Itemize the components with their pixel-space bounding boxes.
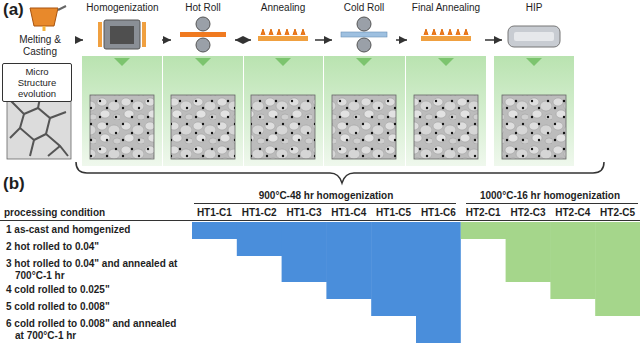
step-label: HIP — [526, 2, 543, 14]
panel-letter: (b) — [3, 174, 25, 194]
process-step: Homogenization — [84, 2, 161, 54]
step-label: Micro Structure evolution — [6, 66, 68, 99]
micrographs — [90, 95, 566, 159]
row-label: 5 cold rolled to 0.008" — [6, 301, 188, 313]
cold-roll-icon — [341, 17, 387, 52]
row-label: 2 hot rolled to 0.04" — [6, 241, 188, 253]
process-step: Final Annealing — [408, 2, 484, 54]
process-arrow — [235, 39, 251, 41]
label-box: Micro Structure evolution — [2, 63, 72, 102]
process-step: Cold Roll — [333, 2, 395, 54]
hip-icon — [508, 26, 560, 47]
row-label: 4 cold rolled to 0.025" — [6, 284, 188, 296]
step-label: Hot Roll — [185, 2, 221, 14]
process-arrow — [396, 39, 407, 41]
row-label: 1 as-cast and homgenized — [6, 224, 188, 236]
step-label: Melting & Casting — [2, 34, 78, 58]
table-fills — [192, 222, 640, 343]
process-arrow — [162, 39, 171, 41]
step-label: Final Annealing — [412, 2, 480, 14]
as-cast-micrograph — [7, 95, 71, 159]
process-arrow — [79, 39, 83, 41]
process-step: HIP — [503, 2, 565, 54]
step-label: Homogenization — [86, 2, 158, 14]
stage-panels — [82, 56, 574, 166]
process-step: Annealing — [252, 2, 314, 54]
row-label: 6 cold rolled to 0.008" and annealed at … — [6, 318, 188, 341]
final-annealing-icon — [421, 29, 471, 41]
group-header: 900°C-48 hr homogenization — [216, 190, 436, 202]
row-label: 3 hot rolled to 0.04" and annealed at 70… — [6, 258, 188, 281]
table-rules — [0, 204, 640, 221]
hot-roll-icon — [180, 17, 226, 52]
step-label: Annealing — [261, 2, 305, 14]
furnace-icon — [98, 20, 146, 49]
panel-letter: (a) — [3, 0, 24, 20]
column-header: HT2-C5 — [508, 207, 640, 219]
ladle-icon — [30, 6, 66, 31]
process-arrow — [485, 39, 502, 41]
bracket — [76, 162, 604, 183]
step-label: Cold Roll — [344, 2, 385, 14]
process-arrow — [315, 39, 332, 41]
group-header: 1000°C-16 hr homogenization — [440, 190, 640, 202]
process-step: Hot Roll — [172, 2, 234, 54]
annealing-icon — [258, 29, 308, 41]
column-header: processing condition — [4, 207, 105, 219]
